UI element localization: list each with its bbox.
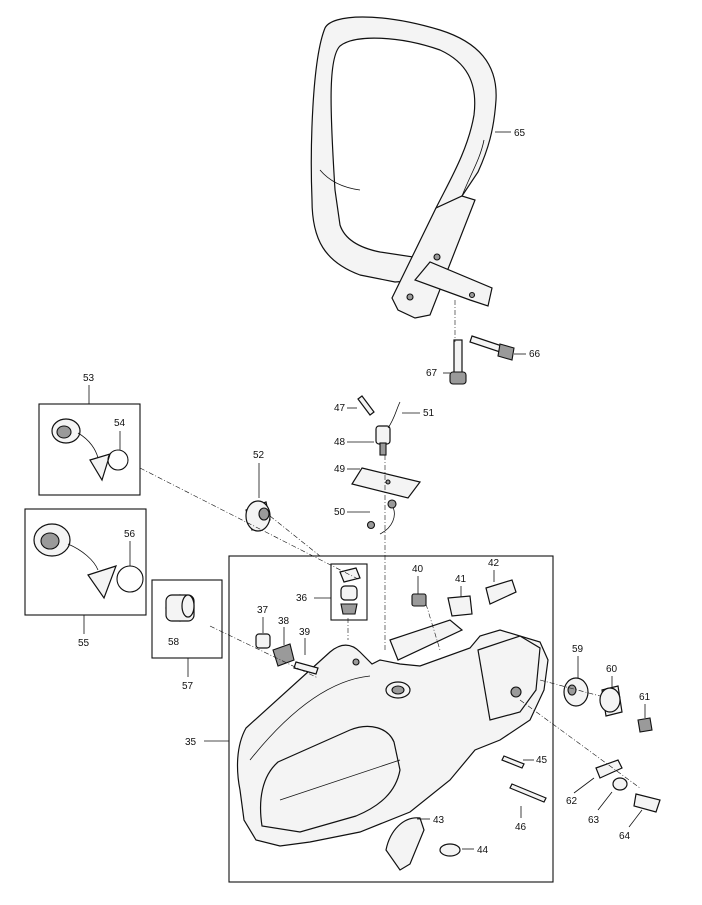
callout-40: 40	[412, 564, 424, 575]
callout-53: 53	[83, 373, 95, 384]
callout-38: 38	[278, 616, 290, 627]
bolt-62	[595, 759, 623, 779]
chain-catcher-43	[385, 817, 425, 871]
washer-63	[612, 777, 628, 791]
rubber-mount-52	[245, 500, 271, 532]
callout-45: 45	[536, 755, 548, 766]
callout-66: 66	[529, 349, 541, 360]
fuel-line-group	[351, 395, 422, 535]
spring-44	[439, 843, 461, 857]
callout-61: 61	[639, 692, 651, 703]
callout-60: 60	[606, 664, 618, 675]
callout-57: 57	[182, 681, 194, 692]
callout-37: 37	[257, 605, 269, 616]
callout-54: 54	[114, 418, 126, 429]
crankcase-35	[236, 619, 549, 847]
bolt-64	[633, 793, 661, 813]
handle-bolt-67	[449, 339, 467, 385]
callout-64: 64	[619, 831, 631, 842]
callout-46: 46	[515, 822, 527, 833]
rubber-plug-58	[165, 594, 195, 622]
callout-47: 47	[334, 403, 346, 414]
box-57	[151, 579, 223, 659]
box-55	[24, 508, 147, 616]
callout-35: 35	[185, 737, 197, 748]
box-35	[228, 555, 554, 883]
callout-43: 43	[433, 815, 445, 826]
callout-39: 39	[299, 627, 311, 638]
pin-46	[509, 783, 547, 803]
callout-41: 41	[455, 574, 467, 585]
fuel-cap	[33, 523, 117, 600]
damper-60	[599, 685, 623, 717]
pin-45	[501, 755, 525, 769]
callout-62: 62	[566, 796, 578, 807]
throttle-parts	[411, 579, 517, 617]
box-53	[38, 403, 141, 496]
o-ring-54	[107, 449, 129, 471]
front-handle-bar	[310, 16, 497, 319]
callout-55: 55	[78, 638, 90, 649]
leader-lines	[83, 131, 646, 850]
callout-44: 44	[477, 845, 489, 856]
spring-assembly	[255, 633, 319, 675]
box-36	[330, 563, 368, 621]
callout-36: 36	[296, 593, 308, 604]
callout-49: 49	[334, 464, 346, 475]
callout-67: 67	[426, 368, 438, 379]
callout-58: 58	[168, 637, 180, 648]
callout-59: 59	[572, 644, 584, 655]
callout-48: 48	[334, 437, 346, 448]
callout-51: 51	[423, 408, 435, 419]
assembly-lines	[139, 300, 641, 789]
filter-parts-36	[339, 567, 361, 615]
callout-labels: 65 66 67 47 51 48 49 50 52 53 54 56 55 5…	[78, 128, 651, 856]
damper-59	[563, 677, 589, 707]
oil-cap	[51, 418, 111, 482]
callout-42: 42	[488, 558, 500, 569]
o-ring-56	[116, 565, 144, 593]
callout-56: 56	[124, 529, 136, 540]
callout-63: 63	[588, 815, 600, 826]
bolt-61	[637, 717, 653, 733]
callout-65: 65	[514, 128, 526, 139]
callout-50: 50	[334, 507, 346, 518]
callout-52: 52	[253, 450, 265, 461]
handle-bolt-66	[469, 335, 515, 361]
